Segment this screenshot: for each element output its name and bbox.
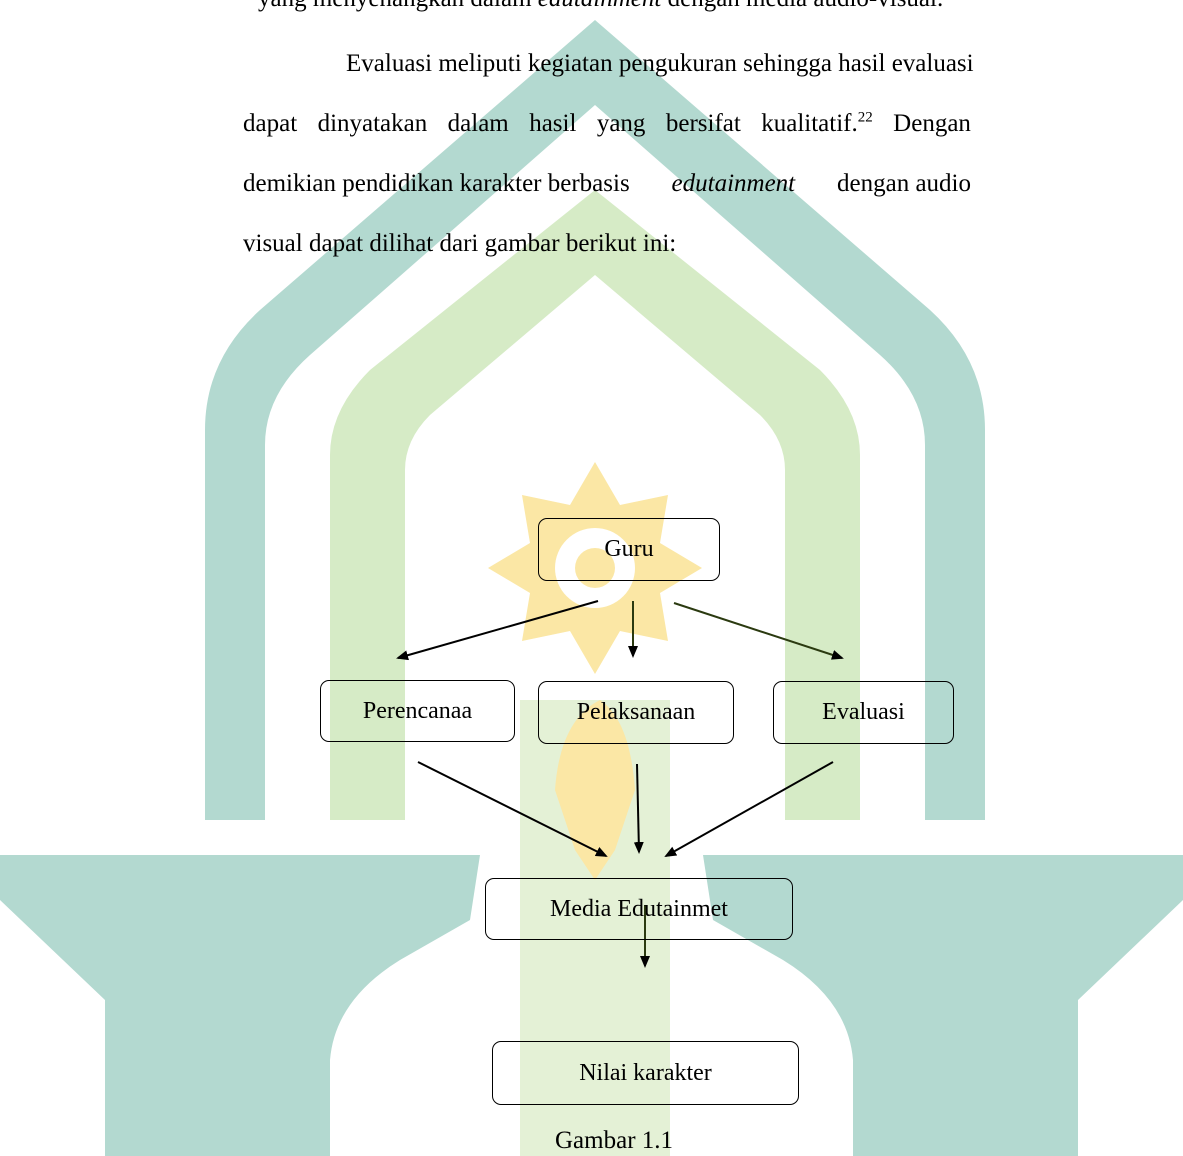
top-line-italic: edutainment <box>538 0 662 12</box>
watermark-inner-arch <box>330 190 860 820</box>
paragraph-line-1: Evaluasi meliputi kegiatan pengukuran se… <box>346 50 974 77</box>
watermark-right-wing <box>703 855 1183 1156</box>
watermark-pen-column <box>520 700 670 1156</box>
word: kualitatif. <box>761 110 858 137</box>
paragraph: Evaluasi meliputi kegiatan pengukuran se… <box>243 34 974 274</box>
box-pelaksanaan-label: Pelaksanaan <box>576 699 696 725</box>
word: dinyatakan <box>317 110 428 137</box>
arrow-perencanaan-to-media <box>417 761 608 857</box>
word: yang <box>596 110 646 137</box>
watermark-pen-nib <box>555 700 635 880</box>
box-evaluasi: Evaluasi <box>773 681 954 744</box>
watermark-star-dot <box>575 548 615 588</box>
box-evaluasi-label: Evaluasi <box>822 699 905 725</box>
box-perencanaan: Perencanaa <box>320 680 515 742</box>
word: dapat <box>243 110 298 137</box>
paragraph-line-3-part-2: dengan audio <box>830 170 971 197</box>
top-line-part-2: dengan media audio-visual. <box>661 0 944 12</box>
arrow-pelaksanaan-to-media <box>633 763 644 854</box>
box-nilai-karakter: Nilai karakter <box>492 1041 799 1105</box>
paragraph-line-4: visual dapat dilihat dari gambar berikut… <box>243 230 677 257</box>
paragraph-line-3: demikian pendidikan karakter berbasis ed… <box>243 154 971 214</box>
box-guru-label: Guru <box>604 536 654 562</box>
word: hasil <box>529 110 577 137</box>
box-perencanaan-label: Perencanaa <box>362 697 473 724</box>
box-pelaksanaan: Pelaksanaan <box>538 681 734 744</box>
watermark-outer-arch <box>205 20 985 820</box>
arrow-evaluasi-to-media <box>664 761 834 857</box>
box-guru: Guru <box>538 518 720 581</box>
top-line-part-1: yang menyenangkan dalam <box>258 0 538 12</box>
word: dalam <box>447 110 509 137</box>
watermark-left-wing <box>0 855 480 1156</box>
paragraph-line-3-part-1: demikian pendidikan karakter berbasis <box>243 170 636 197</box>
arrow-guru-to-evaluasi <box>673 602 844 660</box>
word-with-footnote: kualitatif.22 <box>761 94 873 154</box>
box-nilai-label: Nilai karakter <box>579 1059 712 1086</box>
box-media-label: Media Edutainmet <box>550 895 728 922</box>
arrow-guru-to-perencanaan <box>396 600 599 661</box>
figure-caption: Gambar 1.1 <box>555 1127 674 1154</box>
paragraph-line-2: dapat dinyatakan dalam hasil yang bersif… <box>243 94 971 154</box>
word: Dengan <box>893 110 971 137</box>
box-media-edutainment: Media Edutainmet <box>485 878 793 940</box>
word: bersifat <box>665 110 741 137</box>
top-line: yang menyenangkan dalam edutainment deng… <box>243 0 971 29</box>
paragraph-line-3-italic: edutainment <box>671 170 796 197</box>
footnote-ref[interactable]: 22 <box>857 109 873 126</box>
